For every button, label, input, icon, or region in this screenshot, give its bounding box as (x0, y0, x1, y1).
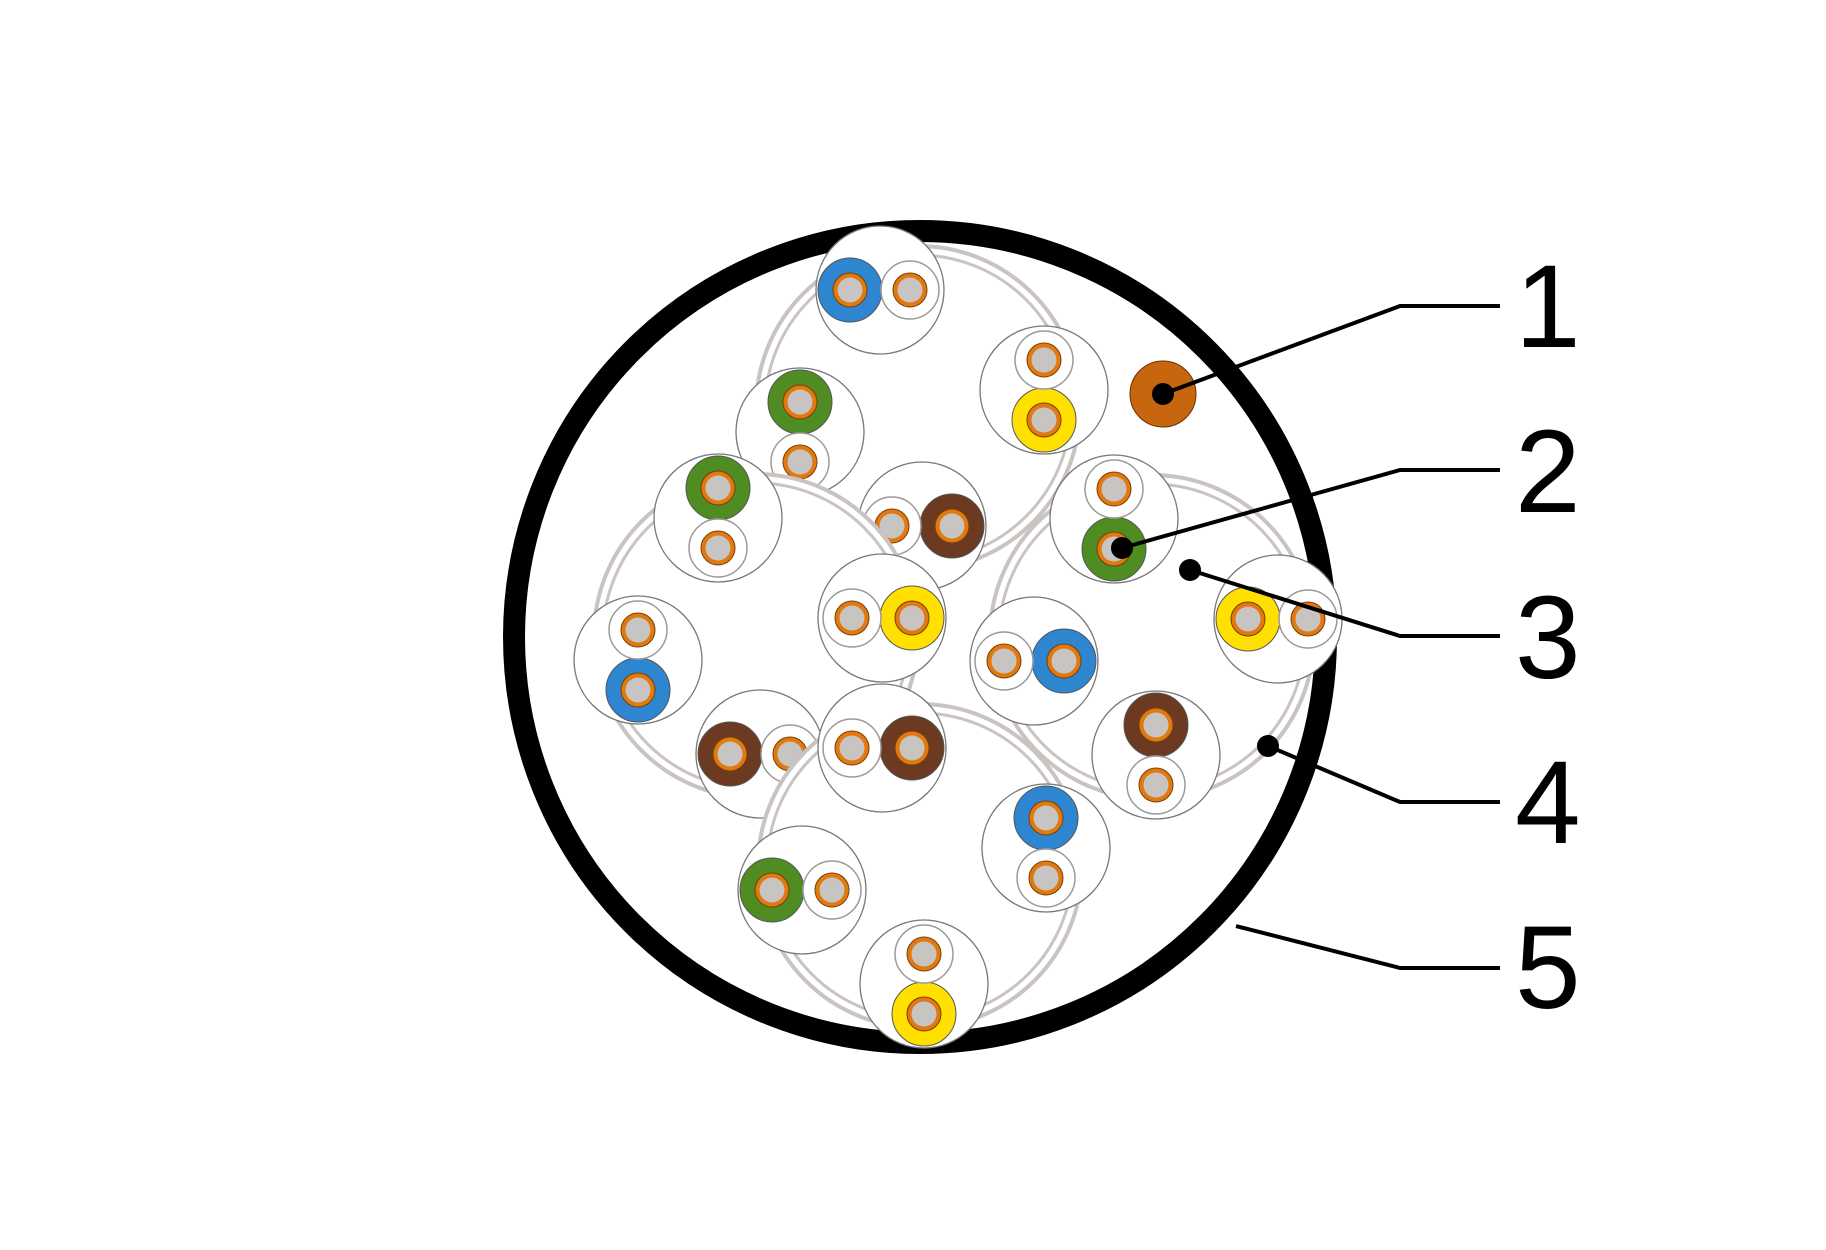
conductor-white (608, 600, 668, 660)
conductor-brown (697, 721, 763, 787)
callout-leaders (1111, 304, 1500, 970)
conductor-white (688, 518, 748, 578)
twisted-pair-yellow (859, 919, 989, 1049)
conductor-core (705, 535, 731, 561)
shielded-unit-bottom (737, 683, 1111, 1049)
conductor-core (1051, 648, 1077, 674)
conductor-white (1016, 848, 1076, 908)
conductor-core (1143, 712, 1169, 738)
conductor-core (991, 648, 1017, 674)
conductor-white (1126, 755, 1186, 815)
twisted-pair-yellow (817, 553, 947, 683)
conductor-white (974, 631, 1034, 691)
conductor-core (879, 513, 905, 539)
cable-cross-section (503, 220, 1343, 1054)
conductor-green (739, 857, 805, 923)
conductor-blue (1013, 785, 1079, 851)
conductor-core (899, 605, 925, 631)
conductor-core (899, 735, 925, 761)
conductor-core (787, 449, 813, 475)
shielded-unit-right (969, 454, 1343, 820)
conductor-core (625, 677, 651, 703)
shielded-unit-top (735, 225, 1109, 591)
twisted-pair-green (735, 367, 865, 497)
conductor-core (625, 617, 651, 643)
leader-line-2 (1111, 468, 1500, 559)
callout-label-2: 2 (1515, 406, 1581, 538)
leader-line-5 (1235, 924, 1500, 970)
conductor-core (939, 513, 965, 539)
twisted-pair-green (1049, 454, 1179, 584)
conductor-yellow (879, 585, 945, 651)
conductor-white (1014, 330, 1074, 390)
conductor-white (822, 588, 882, 648)
leader-path (1162, 304, 1500, 396)
leader-dot (1257, 735, 1279, 757)
twisted-pair-blue (969, 596, 1099, 726)
conductor-core (819, 877, 845, 903)
conductor-core (1031, 347, 1057, 373)
conductor-core (787, 389, 813, 415)
callout-labels: 1 2 3 4 5 (1515, 241, 1581, 1034)
conductor-core (717, 741, 743, 767)
twisted-pair-brown (1091, 690, 1221, 820)
conductor-core (1295, 606, 1321, 632)
leader-line-4 (1257, 735, 1500, 804)
twisted-pair-blue (573, 595, 703, 725)
twisted-pair-green (653, 453, 783, 583)
conductor-core (1101, 476, 1127, 502)
conductor-white (1278, 589, 1338, 649)
conductor-core (1033, 805, 1059, 831)
leader-line-3 (1179, 559, 1500, 638)
leader-line-1 (1152, 304, 1500, 405)
twisted-pair-blue (815, 225, 945, 355)
conductor-core (1033, 865, 1059, 891)
callout-label-4: 4 (1515, 737, 1581, 869)
conductor-yellow (1011, 387, 1077, 453)
twisted-pair-yellow (1213, 554, 1343, 684)
conductor-white (894, 924, 954, 984)
callout-label-5: 5 (1515, 902, 1581, 1034)
leader-path (1121, 468, 1500, 550)
twisted-pair-yellow (979, 325, 1109, 455)
conductor-white (1084, 459, 1144, 519)
conductor-core (911, 941, 937, 967)
leader-dot (1152, 383, 1174, 405)
conductor-brown (919, 493, 985, 559)
conductor-core (1143, 772, 1169, 798)
leader-dot (1179, 559, 1201, 581)
conductor-blue (1031, 628, 1097, 694)
conductor-core (759, 877, 785, 903)
conductor-core (897, 277, 923, 303)
conductor-white (802, 860, 862, 920)
twisted-pair-green (737, 825, 867, 955)
conductor-blue (817, 257, 883, 323)
conductor-yellow (891, 981, 957, 1047)
conductor-white (822, 718, 882, 778)
callout-label-1: 1 (1515, 241, 1581, 373)
twisted-pair-blue (981, 783, 1111, 913)
conductor-core (839, 735, 865, 761)
conductor-brown (879, 715, 945, 781)
leader-path (1267, 744, 1500, 804)
conductor-green (767, 369, 833, 435)
leader-path (1189, 568, 1500, 638)
leader-path (1235, 924, 1500, 970)
conductor-core (705, 475, 731, 501)
conductor-green (685, 455, 751, 521)
conductor-white (880, 260, 940, 320)
conductor-blue (605, 657, 671, 723)
conductor-core (1031, 407, 1057, 433)
conductor-core (837, 277, 863, 303)
conductor-brown (1123, 692, 1189, 758)
conductor-core (839, 605, 865, 631)
conductor-core (911, 1001, 937, 1027)
conductor-core (1235, 606, 1261, 632)
callout-label-3: 3 (1515, 572, 1581, 704)
leader-dot (1111, 537, 1133, 559)
twisted-pair-brown (817, 683, 947, 813)
